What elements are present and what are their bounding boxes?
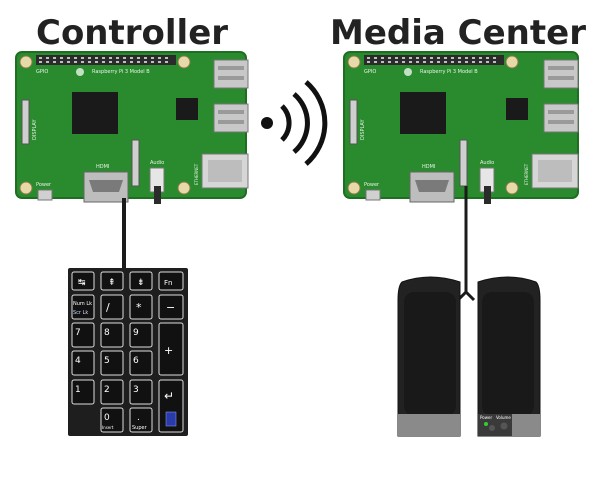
key-multiply-label: *	[136, 301, 142, 314]
power-port	[38, 190, 52, 200]
mount-hole	[20, 56, 32, 68]
key-0-label: 0	[104, 413, 110, 423]
key-9-label: 9	[133, 328, 139, 338]
key-6-label: 6	[133, 356, 139, 366]
key-scroll-lock-label: Scr Lk	[73, 310, 88, 316]
key-2-label: 2	[104, 385, 110, 395]
speaker-volume-label: Volume	[496, 415, 511, 420]
key-7-label: 7	[75, 328, 81, 338]
gpio-label: GPIO	[36, 69, 48, 75]
key-page-down-label: ⇟	[137, 278, 145, 288]
usb-port	[544, 104, 578, 132]
hdmi-label: HDMI	[422, 164, 435, 170]
volume-knob[interactable]	[501, 423, 508, 430]
power-label: Power	[364, 182, 380, 188]
mount-hole	[348, 56, 360, 68]
ethernet-label: ETHERNET	[524, 163, 529, 185]
calculator-icon	[166, 412, 176, 426]
camera-connector	[460, 140, 467, 186]
media-center-title: Media Center	[330, 13, 586, 53]
numeric-keypad: ↹ ⇞ ⇟ Fn Num Lk Scr Lk / * − 7 8 9 + 4 5…	[68, 268, 188, 436]
gpio-header	[364, 55, 504, 65]
speaker-left-grille	[404, 292, 456, 416]
display-connector	[22, 100, 29, 144]
key-num-lock-label: Num Lk	[73, 301, 92, 307]
mount-hole	[506, 56, 518, 68]
mount-hole	[20, 182, 32, 194]
raspberry-logo-icon	[404, 68, 412, 76]
power-knob[interactable]	[489, 425, 495, 431]
power-led-icon	[484, 422, 488, 426]
usb-port	[214, 104, 248, 132]
speaker-right-grille	[482, 292, 534, 416]
audio-label: Audio	[150, 160, 164, 166]
mount-hole	[178, 182, 190, 194]
key-1-label: 1	[75, 385, 81, 395]
hdmi-label: HDMI	[96, 164, 109, 170]
controller-board: GPIO Raspberry Pi 3 Model B DISPLAY ETHE…	[16, 52, 248, 204]
mount-hole	[506, 182, 518, 194]
key-divide[interactable]	[101, 295, 123, 319]
ethernet-label: ETHERNET	[194, 163, 199, 185]
brand-text: Raspberry Pi 3 Model B	[420, 69, 478, 75]
audio-plug	[154, 186, 161, 204]
key-5-label: 5	[104, 356, 110, 366]
display-connector	[350, 100, 357, 144]
gpio-header	[36, 55, 176, 65]
key-tab-label: ↹	[78, 278, 86, 288]
audio-label: Audio	[480, 160, 494, 166]
gpio-label: GPIO	[364, 69, 376, 75]
power-label: Power	[36, 182, 52, 188]
controller-title: Controller	[36, 13, 228, 53]
soc-chip	[72, 92, 118, 134]
key-dot-label: .	[137, 413, 140, 423]
wireless-signal-icon	[261, 82, 325, 164]
display-label: DISPLAY	[360, 119, 366, 140]
speaker-left-base	[398, 414, 460, 436]
key-enter-label: ↵	[164, 389, 174, 403]
key-insert-label: Insert	[102, 425, 114, 430]
raspberry-logo-icon	[76, 68, 84, 76]
speaker-power-label: Power	[480, 415, 492, 420]
display-label: DISPLAY	[32, 119, 38, 140]
camera-connector	[132, 140, 139, 186]
brand-text: Raspberry Pi 3 Model B	[92, 69, 150, 75]
key-8-label: 8	[104, 328, 110, 338]
network-chip	[176, 98, 198, 120]
key-super-label: Super	[132, 425, 148, 431]
usb-port	[544, 60, 578, 88]
power-port	[366, 190, 380, 200]
mount-hole	[348, 182, 360, 194]
key-plus-label: +	[164, 344, 173, 357]
key-minus-label: −	[166, 301, 175, 314]
soc-chip	[400, 92, 446, 134]
key-fn-label: Fn	[164, 279, 172, 287]
key-4-label: 4	[75, 356, 81, 366]
key-3-label: 3	[133, 385, 139, 395]
mount-hole	[178, 56, 190, 68]
key-page-up-label: ⇞	[108, 278, 116, 288]
audio-plug	[484, 186, 491, 204]
key-divide-label: /	[106, 301, 110, 314]
usb-port	[214, 60, 248, 88]
network-chip	[506, 98, 528, 120]
stereo-speakers: Power Volume	[398, 277, 540, 436]
media-center-board: GPIO Raspberry Pi 3 Model B DISPLAY ETHE…	[344, 52, 578, 204]
